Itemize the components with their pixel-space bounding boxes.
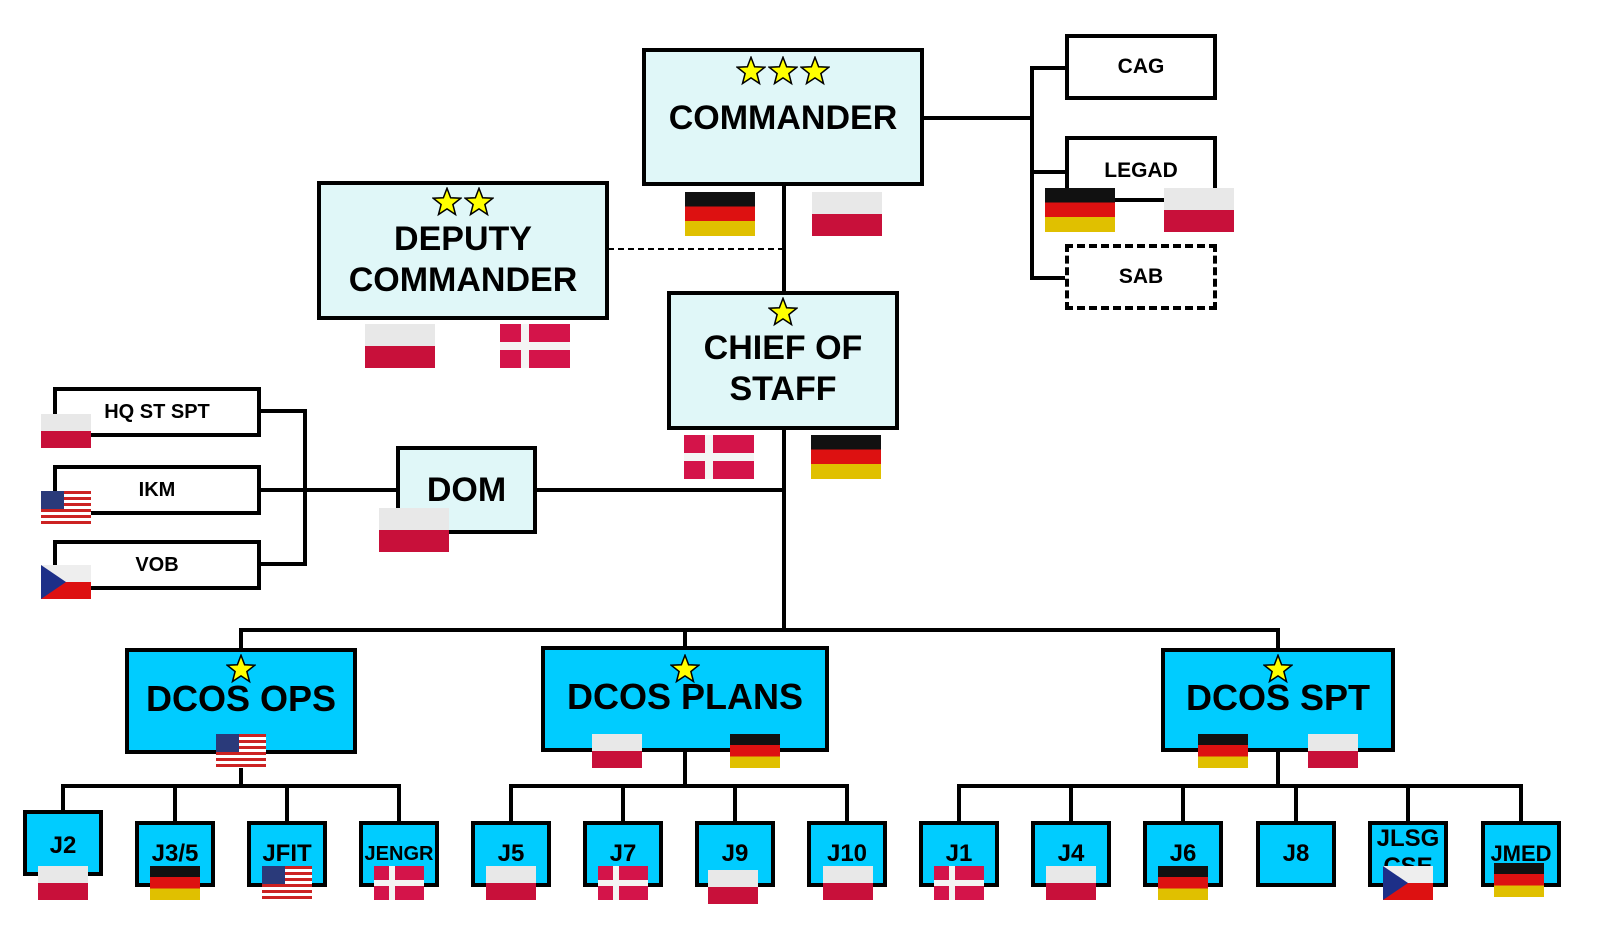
j2-box[interactable]: J2 <box>23 810 103 876</box>
poland-flag <box>1164 188 1234 232</box>
usa-flag <box>41 491 91 525</box>
chief-of-staff-label: CHIEF OF STAFF <box>703 328 863 408</box>
germany-flag <box>1494 863 1544 897</box>
j9-label: J9 <box>721 839 749 867</box>
j2-label: J2 <box>49 832 77 859</box>
star-icon <box>432 187 462 217</box>
connector <box>61 784 401 823</box>
czech-flag <box>41 565 91 599</box>
poland-flag <box>823 866 873 900</box>
two-star-rank <box>321 187 605 217</box>
germany-flag <box>1198 734 1248 768</box>
vob-label: VOB <box>135 554 179 576</box>
one-star-rank <box>545 654 825 684</box>
dcos-ops-label: DCOS OPS <box>145 678 337 720</box>
star-icon <box>464 187 494 217</box>
j1-label: J1 <box>945 839 973 867</box>
one-star-rank <box>1165 654 1391 684</box>
denmark-flag <box>500 324 570 368</box>
star-icon <box>768 56 798 86</box>
ikm-label: IKM <box>138 479 176 501</box>
poland-flag <box>708 870 758 904</box>
j8-label: J8 <box>1282 839 1310 867</box>
star-icon <box>800 56 830 86</box>
j7-label: J7 <box>609 839 637 867</box>
connector <box>239 628 1280 650</box>
usa-flag <box>216 734 266 768</box>
poland-flag <box>1308 734 1358 768</box>
sab-label: SAB <box>1118 265 1164 289</box>
j1-box[interactable]: J1 <box>919 821 999 887</box>
commander-label: COMMANDER <box>668 98 898 137</box>
poland-flag <box>365 324 435 368</box>
j8-box[interactable]: J8 <box>1256 821 1336 887</box>
dcos-spt-box[interactable]: DCOS SPT <box>1161 648 1395 752</box>
cag-label: CAG <box>1117 55 1165 79</box>
germany-flag <box>150 866 200 900</box>
jfit-label: JFIT <box>262 839 312 867</box>
dcos-spt-label: DCOS SPT <box>1185 677 1371 719</box>
poland-flag <box>486 866 536 900</box>
connector <box>957 784 1523 823</box>
one-star-rank <box>129 654 353 684</box>
j10-label: J10 <box>826 839 868 867</box>
dcos-plans-box[interactable]: DCOS PLANS <box>541 646 829 752</box>
sab-box[interactable]: SAB <box>1065 244 1217 310</box>
germany-flag <box>811 435 881 479</box>
three-star-rank <box>646 56 920 86</box>
star-icon <box>768 297 798 327</box>
poland-flag <box>379 508 449 552</box>
denmark-flag <box>598 866 648 900</box>
poland-flag <box>812 192 882 236</box>
denmark-flag <box>934 866 984 900</box>
denmark-flag <box>374 866 424 900</box>
star-icon <box>736 56 766 86</box>
dom-label: DOM <box>426 470 507 509</box>
germany-flag <box>1045 188 1115 232</box>
j3-5-label: J3/5 <box>151 839 199 867</box>
one-star-rank <box>671 297 895 327</box>
czech-flag <box>1383 866 1433 900</box>
j5-box[interactable]: J5 <box>471 821 551 887</box>
usa-flag <box>262 866 312 900</box>
germany-flag <box>730 734 780 768</box>
deputy-commander-label: DEPUTY COMMANDER <box>348 219 578 299</box>
commander-box[interactable]: COMMANDER <box>642 48 924 186</box>
deputy-commander-box[interactable]: DEPUTY COMMANDER <box>317 181 609 320</box>
j5-label: J5 <box>497 839 525 867</box>
poland-flag <box>41 414 91 448</box>
hq-st-spt-label: HQ ST SPT <box>104 401 210 423</box>
dcos-plans-label: DCOS PLANS <box>566 676 804 718</box>
ikm-box[interactable]: IKM <box>53 465 261 515</box>
germany-flag <box>685 192 755 236</box>
star-icon <box>226 654 256 684</box>
star-icon <box>1263 654 1293 684</box>
legad-label: LEGAD <box>1104 159 1178 182</box>
connector <box>509 784 849 823</box>
poland-flag <box>592 734 642 768</box>
germany-flag <box>1158 866 1208 900</box>
jengr-label: JENGR <box>364 843 434 865</box>
j6-label: J6 <box>1169 839 1197 867</box>
cag-box[interactable]: CAG <box>1065 34 1217 100</box>
connector <box>259 409 307 566</box>
denmark-flag <box>684 435 754 479</box>
chief-of-staff-box[interactable]: CHIEF OF STAFF <box>667 291 899 430</box>
star-icon <box>670 654 700 684</box>
poland-flag <box>38 866 88 900</box>
j4-label: J4 <box>1057 839 1085 867</box>
poland-flag <box>1046 866 1096 900</box>
jmed-label: JMED <box>1490 840 1552 866</box>
